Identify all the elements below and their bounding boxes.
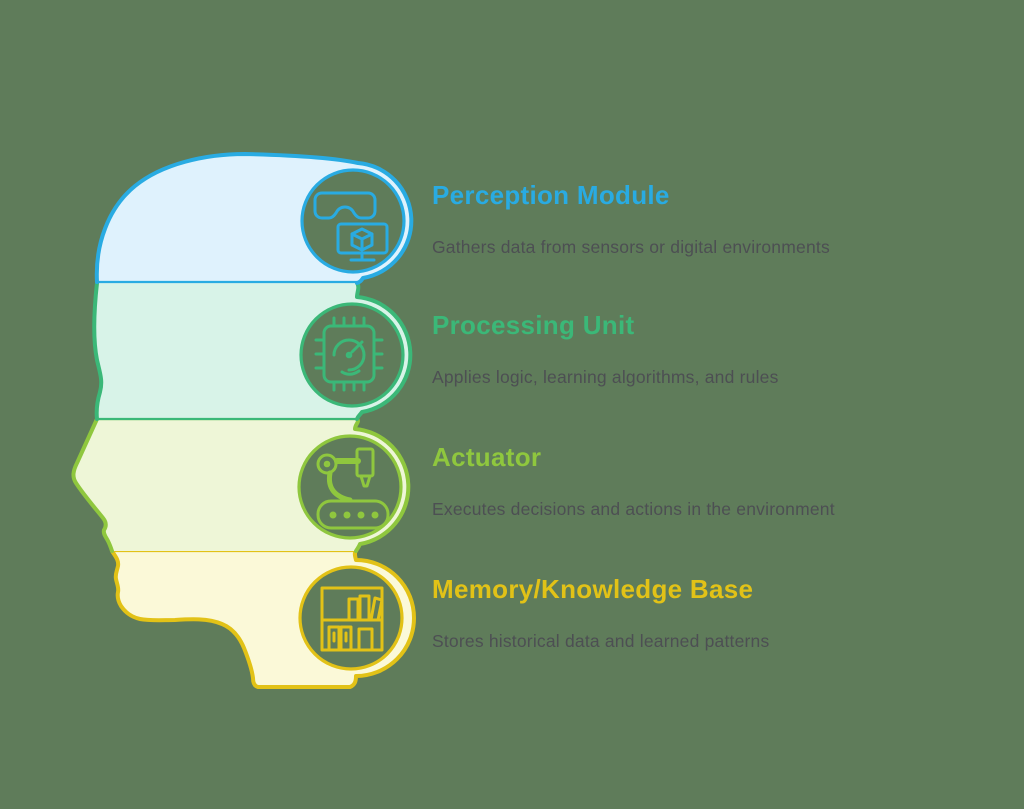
head-nose-outline (71, 417, 114, 553)
band-processing-outline (92, 281, 413, 421)
row-memory-description: Stores historical data and learned patte… (432, 631, 770, 651)
band-processing-fill (94, 283, 411, 419)
row-perception: Perception Module Gathers data from sens… (432, 180, 992, 258)
band-actuator-fill (73, 419, 409, 551)
row-perception-description: Gathers data from sensors or digital env… (432, 237, 830, 257)
band-perception-outline (94, 152, 414, 285)
head-brow-outline (92, 281, 104, 421)
head-dome-outline (94, 152, 414, 285)
icon-circle-memory (298, 565, 404, 671)
row-actuator-description: Executes decisions and actions in the en… (432, 499, 835, 519)
band-perception-fill (96, 154, 412, 283)
row-processing: Processing Unit Applies logic, learning … (432, 310, 992, 388)
row-processing-title: Processing Unit (432, 310, 635, 340)
bookshelf-icon (320, 586, 384, 652)
cpu-chip-icon (314, 316, 384, 392)
robotic-arm-icon (316, 447, 390, 530)
head-chin-neck-outline (110, 549, 416, 689)
row-processing-description: Applies logic, learning algorithms, and … (432, 367, 779, 387)
band-memory-fill (112, 551, 414, 687)
row-perception-title: Perception Module (432, 180, 670, 210)
row-memory-title: Memory/Knowledge Base (432, 574, 754, 604)
row-actuator-title: Actuator (432, 442, 542, 472)
head-bump-2-outline (355, 281, 413, 421)
icon-circle-perception (300, 168, 406, 274)
icon-circle-actuator (297, 434, 403, 540)
vr-headset-monitor-icon (313, 191, 389, 262)
row-actuator: Actuator Executes decisions and actions … (432, 442, 992, 520)
row-memory: Memory/Knowledge Base Stores historical … (432, 574, 992, 652)
icon-circle-processing (299, 302, 405, 408)
head-bump-3-outline (353, 417, 411, 553)
